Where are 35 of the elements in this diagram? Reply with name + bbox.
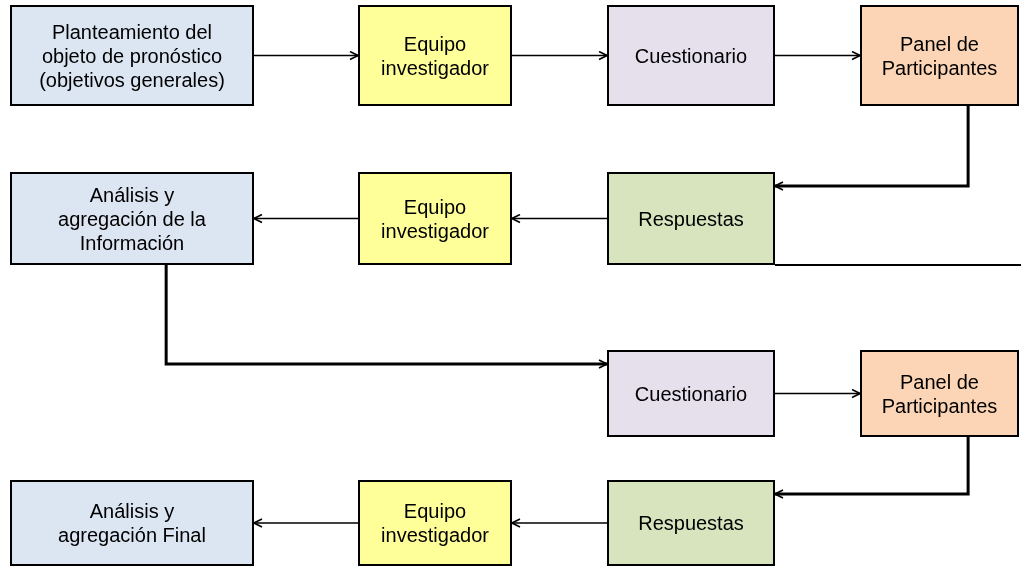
box-label: Respuestas <box>637 206 745 231</box>
box-label: Respuestas <box>637 511 745 535</box>
box-label: Cuestionario <box>633 43 749 68</box>
arrow <box>511 50 608 61</box>
arrow <box>253 518 359 528</box>
arrow <box>253 50 359 61</box>
arrow <box>774 106 970 191</box>
box-label: Planteamiento del objeto de pronóstico (objetivos generales) <box>38 19 226 92</box>
process-box <box>358 5 512 106</box>
arrow <box>774 388 861 399</box>
arrow <box>511 213 608 224</box>
process-box <box>607 480 775 566</box>
box-label: Panel de Participantes <box>880 369 999 418</box>
box-label: Equipo investigador <box>380 499 490 547</box>
arrow <box>164 265 608 369</box>
process-box <box>10 480 254 566</box>
box-label: Equipo investigador <box>380 194 490 243</box>
process-box <box>860 350 1019 437</box>
process-box <box>607 350 775 437</box>
box-label: Cuestionario <box>633 381 749 406</box>
arrow <box>774 437 970 499</box>
process-box <box>860 5 1019 106</box>
process-box <box>10 5 254 106</box>
box-label: Análisis y agregación Final <box>57 499 207 547</box>
process-box <box>607 172 775 265</box>
box-label: Equipo investigador <box>380 31 490 80</box>
process-box <box>10 172 254 265</box>
process-box <box>358 480 512 566</box>
box-label: Análisis y agregación de la Información <box>57 182 207 255</box>
arrow <box>511 518 608 528</box>
arrow <box>774 50 861 61</box>
arrow <box>253 213 359 224</box>
process-box <box>607 5 775 106</box>
box-label: Panel de Participantes <box>880 31 999 80</box>
process-box <box>358 172 512 265</box>
